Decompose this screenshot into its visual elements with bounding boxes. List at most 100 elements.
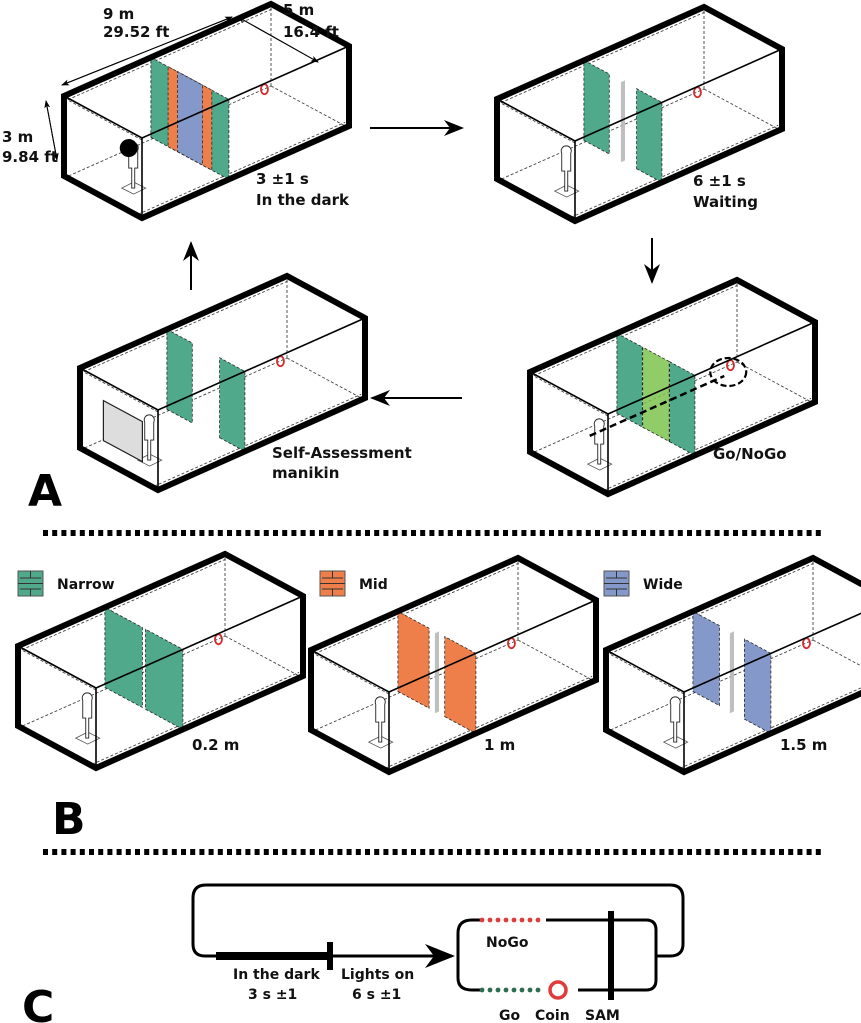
standing-mat — [586, 457, 613, 471]
room-front-top-edge — [157, 317, 366, 411]
stage-gonogo-label: Go/NoGo — [713, 445, 787, 463]
room-floor-edge — [153, 393, 362, 487]
blue-panel — [177, 70, 203, 166]
stage-waiting-label: Waiting — [693, 193, 758, 211]
room-front-top-edge — [683, 612, 861, 693]
room-ceiling-edge — [314, 561, 523, 655]
room-floor-edge — [384, 675, 593, 769]
go-dot — [487, 987, 493, 993]
room-front-top-edge — [607, 321, 816, 415]
height-m-label: 3 m — [2, 128, 33, 146]
room-outline — [494, 3, 785, 225]
near-wall-panel — [636, 88, 663, 184]
width-ft-label: 16.4 ft — [283, 23, 339, 41]
room-front-top-edge — [388, 599, 597, 693]
near-wall-panel — [744, 638, 772, 735]
room-inner-edge — [496, 100, 576, 144]
walking-path — [589, 374, 725, 437]
gap-corridor — [434, 631, 439, 714]
nogo-dots — [479, 917, 541, 923]
room-waiting — [494, 3, 785, 225]
room-inner-edge — [812, 639, 861, 667]
stage-sam-label-2: manikin — [272, 464, 339, 482]
go-dots — [479, 987, 541, 993]
darkness-icon — [119, 139, 138, 158]
nogo-dot — [535, 917, 541, 923]
room-floor-edge — [137, 121, 346, 215]
room-inner-edge — [79, 369, 159, 413]
gap-corridor — [620, 80, 625, 163]
room-inner-edge — [736, 361, 816, 405]
room-front-top-edge — [95, 595, 304, 689]
room-inner-edge — [517, 639, 597, 683]
nogo-label: NoGo — [486, 935, 529, 951]
coin-icon — [802, 637, 811, 650]
room-left-top-edge — [605, 649, 685, 693]
room-left-top-edge — [310, 649, 390, 693]
room-narrow — [15, 550, 306, 772]
legend-label-wide: Wide — [643, 577, 683, 593]
go-dot — [527, 987, 533, 993]
person-icon — [669, 696, 681, 743]
person-icon — [593, 418, 605, 465]
room-mid — [308, 554, 599, 776]
far-wall-panel — [166, 328, 193, 424]
person-icon — [81, 692, 93, 739]
room-ceiling-edge — [83, 279, 292, 373]
room-outline — [603, 554, 861, 776]
room-outline — [61, 0, 352, 222]
panel-letter-b: B — [52, 794, 86, 845]
room-inner-edge — [63, 85, 272, 179]
room-ceiling-edge — [21, 557, 230, 651]
gap-corridor — [729, 631, 734, 714]
coin-icon — [214, 633, 223, 646]
coin-target-zone — [709, 356, 748, 388]
far-wall-panel — [692, 610, 720, 707]
branch-right — [546, 918, 658, 992]
stage-waiting-time: 6 ±1 s — [693, 172, 746, 190]
go-panel — [642, 346, 670, 443]
sam-screen-icon — [102, 399, 143, 463]
room-inner-edge — [286, 357, 366, 401]
room-inner-edge — [496, 88, 705, 182]
room-inner-edge — [224, 635, 304, 679]
standing-mat — [120, 181, 147, 195]
nogo-dot — [511, 917, 517, 923]
room-left-top-edge — [63, 95, 143, 139]
room-inner-edge — [529, 361, 738, 455]
go-label: Go — [499, 1008, 520, 1023]
standing-mat — [74, 731, 101, 745]
legend-narrow: Narrow — [17, 570, 115, 597]
room-left-top-edge — [529, 371, 609, 415]
standing-mat — [367, 735, 394, 749]
room-ceiling-edge — [609, 561, 818, 655]
legend-mid: Mid — [319, 570, 388, 597]
room-inner-edge — [703, 88, 783, 132]
room-left-top-edge — [17, 645, 97, 689]
near-wall-panel — [145, 628, 184, 731]
stage-dark-time: 3 ±1 s — [256, 170, 309, 188]
sam-label: SAM — [585, 1008, 620, 1023]
person-icon — [560, 145, 572, 192]
room-self-assessment — [77, 272, 368, 494]
go-dot — [519, 987, 525, 993]
nogo-dot — [479, 917, 485, 923]
room-inner-edge — [63, 97, 143, 141]
room-left-top-edge — [496, 98, 576, 142]
nogo-dot — [519, 917, 525, 923]
length-m-label: 9 m — [103, 5, 134, 23]
legend-wide: Wide — [603, 570, 683, 597]
room-outline — [527, 276, 818, 498]
timeline-diagram: In the dark 3 s ±1 Lights on 6 s ±1 NoGo… — [191, 883, 685, 1023]
go-dot — [535, 987, 541, 993]
nogo-dot — [495, 917, 501, 923]
person-icon — [143, 414, 155, 461]
height-ft-label: 9.84 ft — [2, 148, 58, 166]
dimension-arrows — [44, 16, 319, 161]
go-dot — [503, 987, 509, 993]
legend-label-mid: Mid — [359, 577, 388, 593]
room-floor-edge — [570, 124, 779, 218]
legend-label-narrow: Narrow — [57, 577, 115, 593]
room-ceiling-edge — [533, 283, 742, 377]
